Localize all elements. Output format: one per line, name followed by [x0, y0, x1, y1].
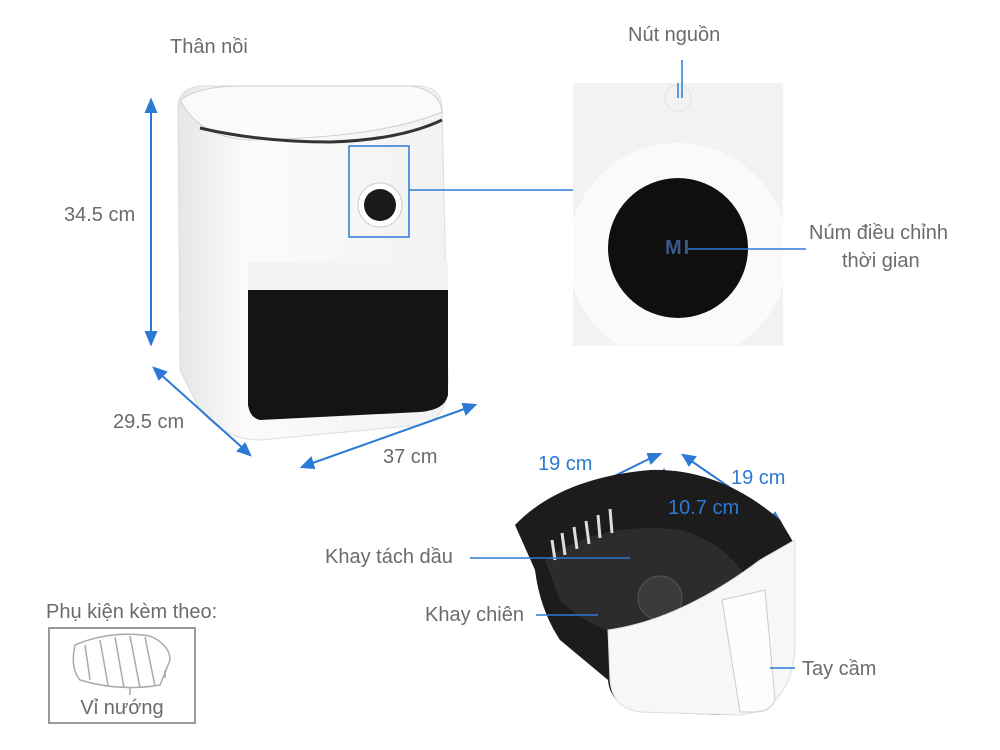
fry-basket-label: Khay chiên — [425, 604, 524, 626]
body-label: Thân nồi — [170, 36, 248, 58]
handle-label: Tay cầm — [802, 658, 877, 680]
grill-rack-illustration — [72, 633, 171, 695]
fry-basket-illustration — [515, 469, 796, 716]
knob-highlight-box — [348, 145, 410, 238]
basket-width-dimension: 19 cm — [538, 453, 593, 475]
fryer-body — [177, 85, 573, 441]
depth-dimension: 29.5 cm — [113, 411, 185, 433]
knob-label-line2: thời gian — [842, 250, 920, 272]
oil-tray-label: Khay tách dầu — [325, 546, 453, 568]
knob-closeup-panel: MI — [573, 83, 783, 346]
basket-height-dimension: 10.7 cm — [668, 497, 740, 519]
knob-label-line1: Núm điều chỉnh — [809, 222, 948, 244]
accessory-rack-label: Vỉ nướng — [80, 697, 164, 719]
basket-depth-dimension: 19 cm — [731, 467, 786, 489]
height-dimension: 34.5 cm — [64, 204, 136, 226]
width-dimension: 37 cm — [383, 446, 438, 468]
accessory-box: Vỉ nướng — [48, 627, 196, 724]
accessories-title: Phụ kiện kèm theo: — [46, 601, 218, 623]
time-knob — [608, 178, 748, 318]
knob-logo: MI — [665, 237, 692, 259]
callout-lines — [470, 557, 795, 669]
power-button-label: Nút nguồn — [628, 24, 721, 46]
